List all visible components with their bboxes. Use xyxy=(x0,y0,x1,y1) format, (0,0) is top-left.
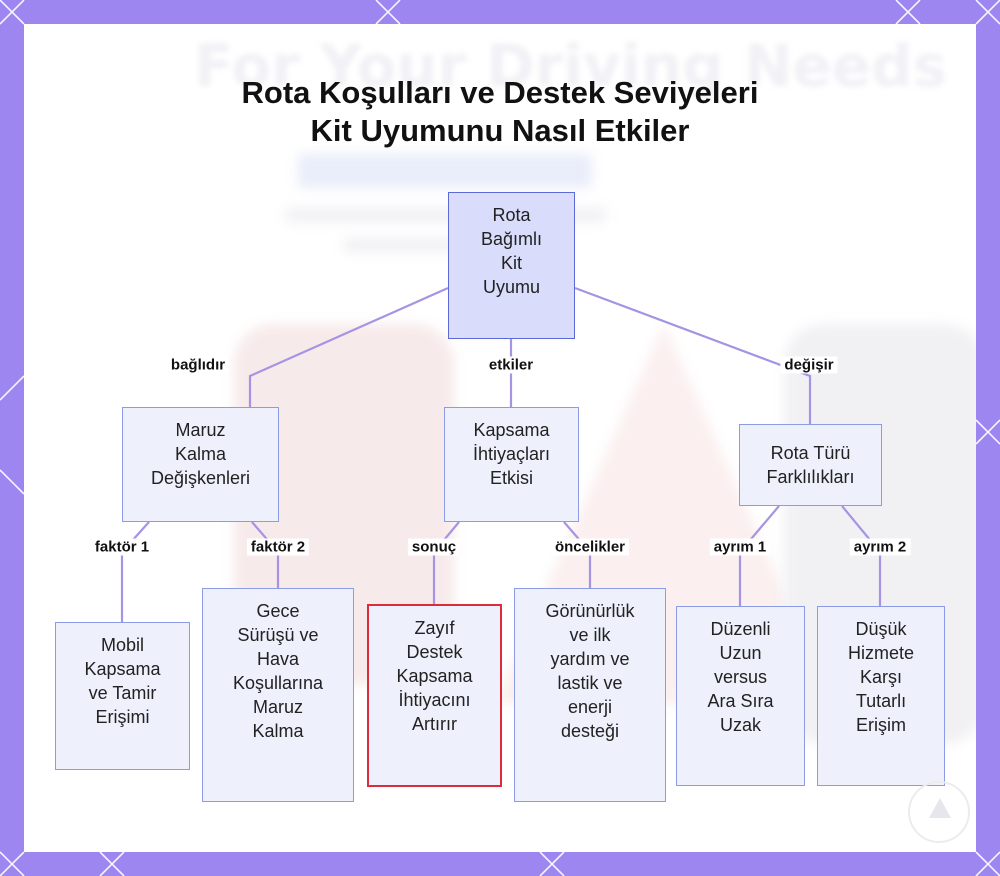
edge-exposure-mobile xyxy=(120,521,150,622)
edge-label-route-low: ayrım 2 xyxy=(849,538,911,556)
edge-label-exposure-night: faktör 2 xyxy=(246,538,310,556)
edge-label-coverage-visibility: öncelikler xyxy=(550,538,630,556)
edge-root-route-type xyxy=(574,286,812,424)
diagram-panel: For Your Driving Needs Rota Koşulları ve… xyxy=(24,24,976,852)
warning-triangle-icon xyxy=(929,798,951,818)
edge-label-root-route-type: değişir xyxy=(780,356,838,374)
node-weak-support: Zayıf Destek Kapsama İhtiyacını Artırır xyxy=(367,604,502,787)
node-low-service-access: Düşük Hizmete Karşı Tutarlı Erişim xyxy=(817,606,945,786)
edge-root-exposure xyxy=(248,286,449,407)
node-visibility-support: Görünürlük ve ilk yardım ve lastik ve en… xyxy=(514,588,666,802)
edge-route-low xyxy=(841,505,882,606)
edge-route-regular xyxy=(738,505,780,606)
page-title: Rota Koşulları ve Destek Seviyeleri Kit … xyxy=(24,74,976,150)
node-exposure-variables: Maruz Kalma Değişkenleri xyxy=(122,407,279,522)
edge-coverage-weak xyxy=(432,521,460,604)
page-title-line-1: Rota Koşulları ve Destek Seviyeleri xyxy=(241,75,759,110)
node-mobile-coverage: Mobil Kapsama ve Tamir Erişimi xyxy=(55,622,190,770)
page-title-line-2: Kit Uyumunu Nasıl Etkiler xyxy=(310,113,690,148)
edge-label-route-regular: ayrım 1 xyxy=(709,538,771,556)
background-blur-shape xyxy=(298,154,592,188)
edge-label-exposure-mobile: faktör 1 xyxy=(90,538,154,556)
background-watermark-heading: For Your Driving Needs xyxy=(194,32,948,100)
watermark-seal xyxy=(908,781,970,843)
node-coverage-needs: Kapsama İhtiyaçları Etkisi xyxy=(444,407,579,522)
node-root: Rota Bağımlı Kit Uyumu xyxy=(448,192,575,339)
edge-label-root-coverage: etkiler xyxy=(484,356,538,374)
edge-label-root-exposure: bağlıdır xyxy=(166,356,230,374)
diagram-edges xyxy=(120,286,882,622)
node-route-type-differences: Rota Türü Farklılıkları xyxy=(739,424,882,506)
node-night-driving: Gece Sürüşü ve Hava Koşullarına Maruz Ka… xyxy=(202,588,354,802)
node-regular-long-vs-remote: Düzenli Uzun versus Ara Sıra Uzak xyxy=(676,606,805,786)
edge-label-coverage-weak: sonuç xyxy=(407,538,461,556)
